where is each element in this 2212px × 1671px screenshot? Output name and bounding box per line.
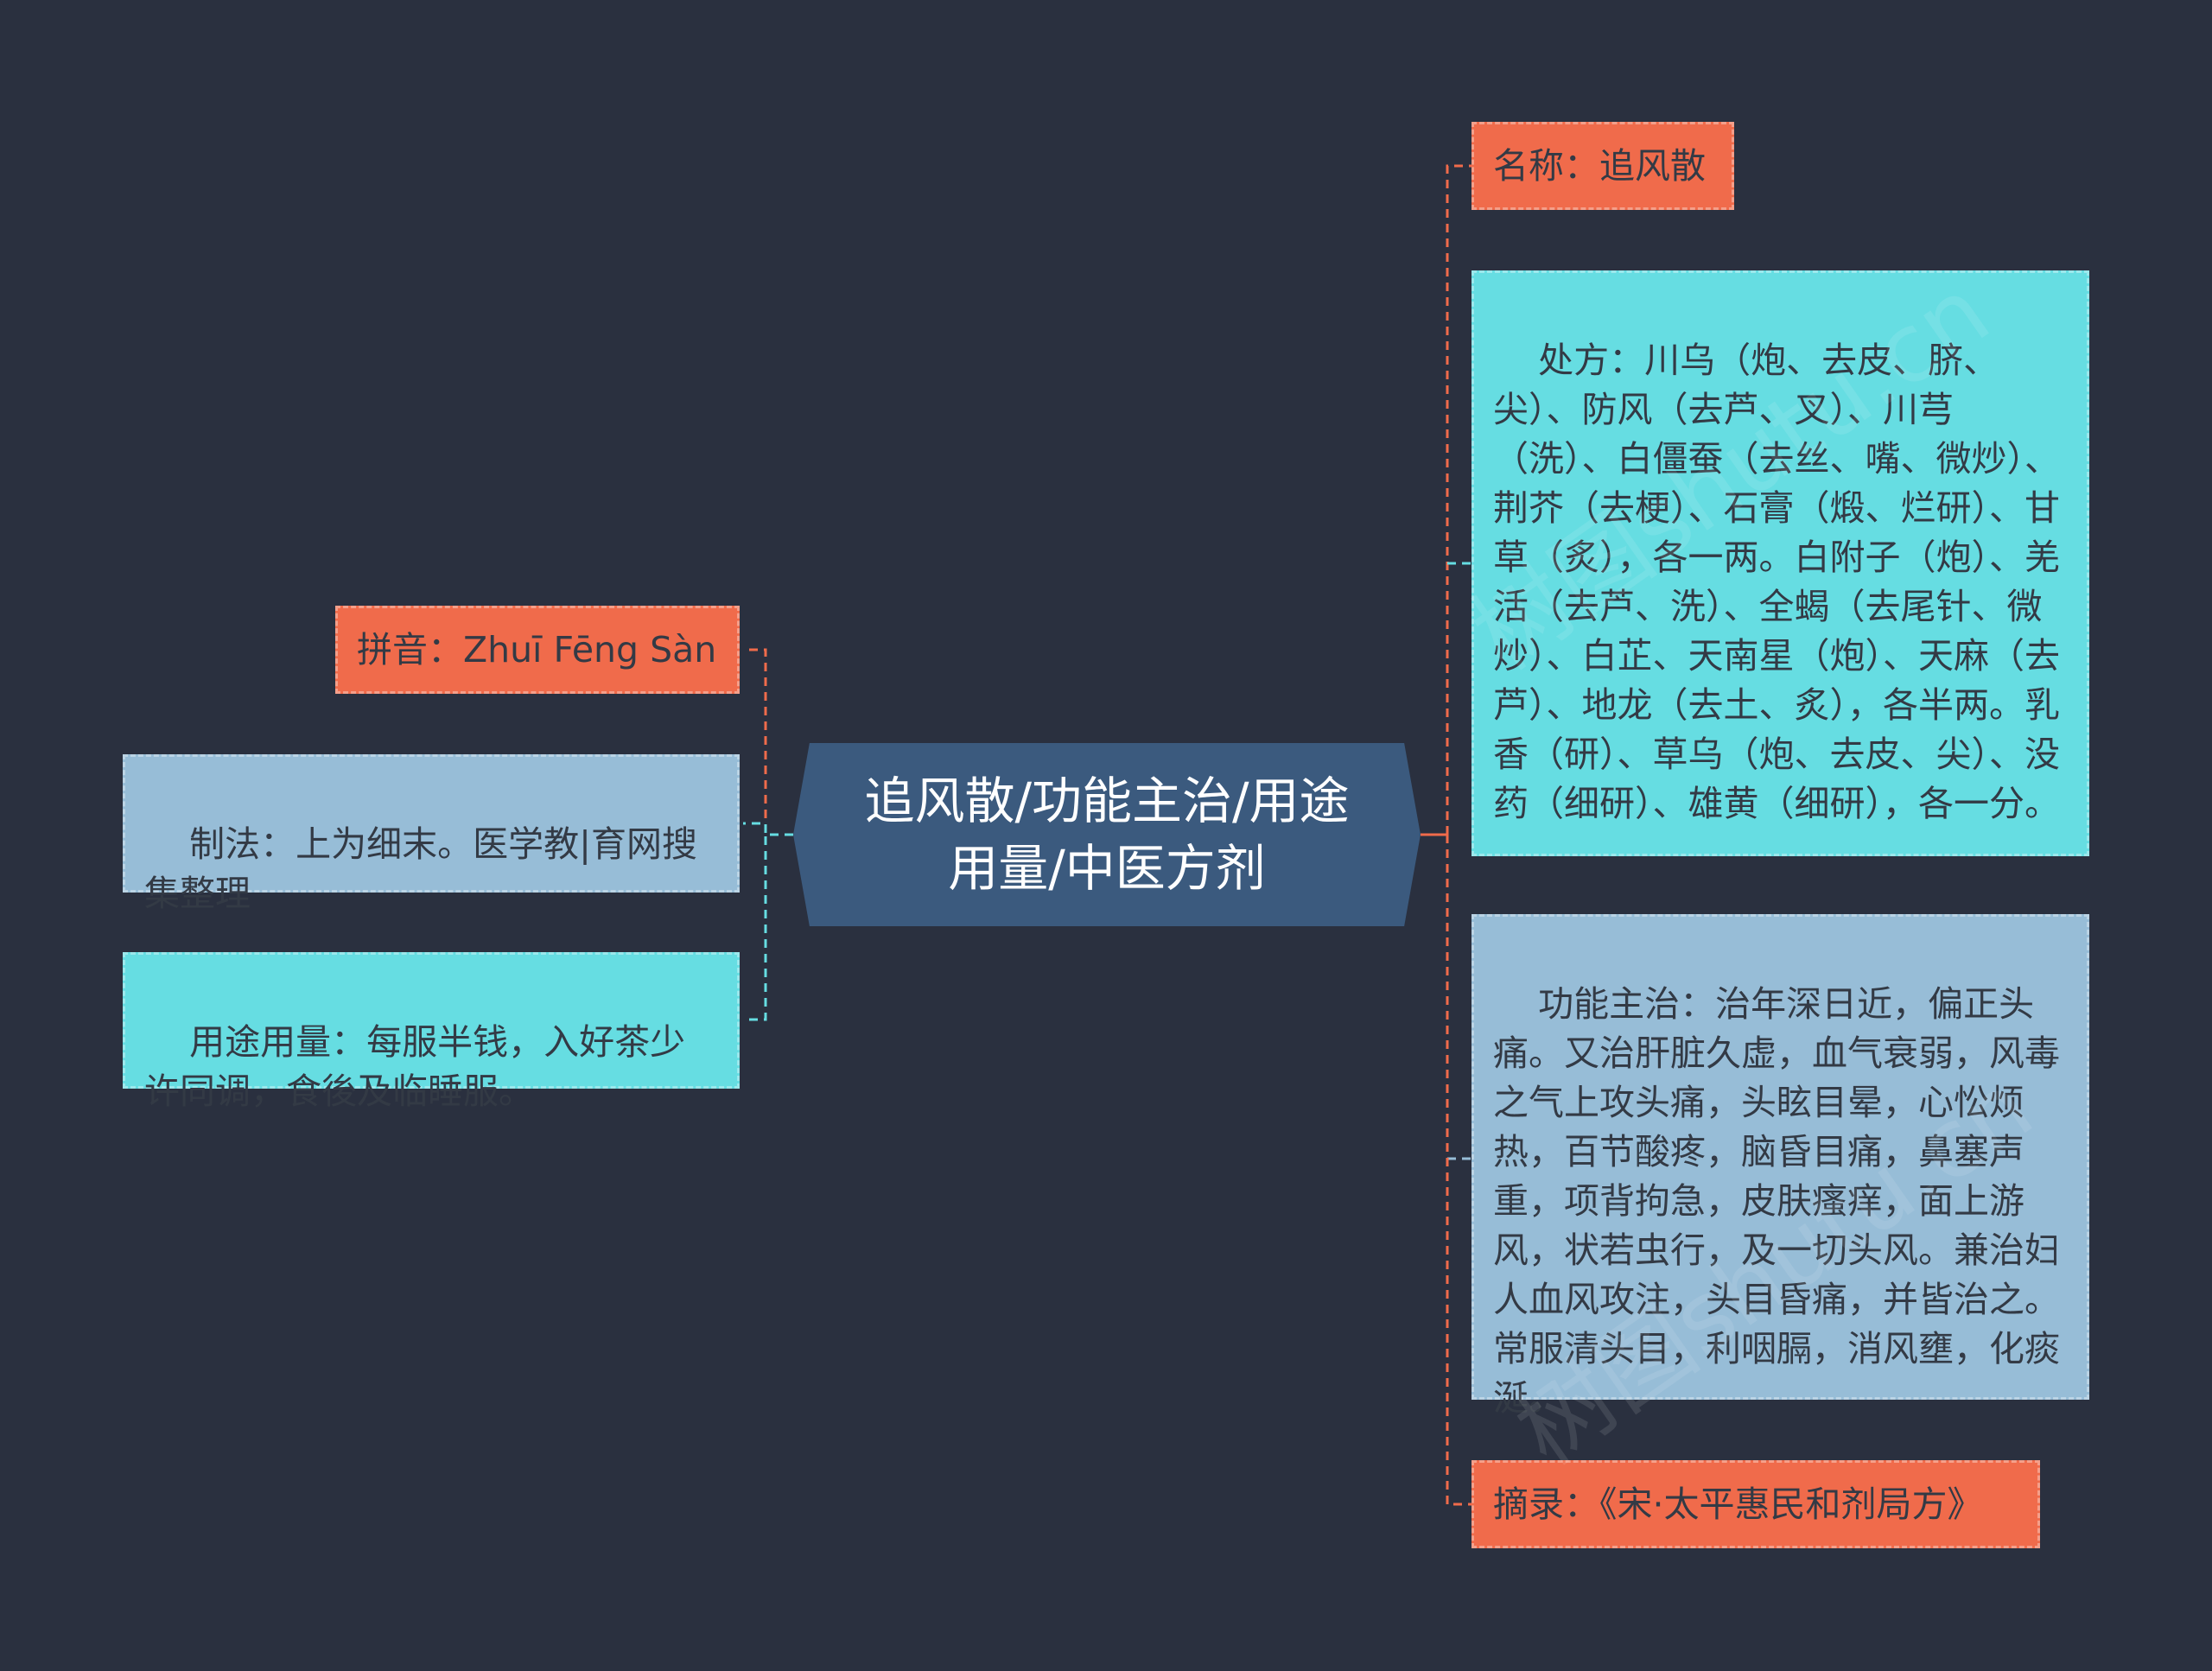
- node-usage-text: 用途用量：每服半钱，入好茶少许同调，食後及临睡服。: [144, 1021, 686, 1112]
- node-source-text: 摘录：《宋·太平惠民和剂局方》: [1493, 1483, 1983, 1525]
- central-topic-label: 追风散/功能主治/用途用量/中医方剂: [864, 772, 1350, 898]
- node-name-text: 名称：追风散: [1493, 144, 1706, 187]
- node-method[interactable]: 制法：上为细末。医学教|育网搜集整理: [123, 754, 740, 914]
- node-usage[interactable]: 用途用量：每服半钱，入好茶少许同调，食後及临睡服。: [123, 952, 740, 1112]
- link-name: [1446, 164, 1471, 835]
- node-pinyin-text: 拼音：Zhuī Fēng Sàn: [357, 628, 717, 670]
- node-name[interactable]: 名称：追风散: [1471, 122, 1734, 210]
- node-function-text: 功能主治：治年深日近，偏正头痛。又治肝脏久虚，血气衰弱，风毒之气上攻头痛，头眩目…: [1493, 983, 2060, 1419]
- link-usage: [743, 833, 793, 1021]
- node-source[interactable]: 摘录：《宋·太平惠民和剂局方》: [1471, 1460, 2040, 1548]
- node-method-text: 制法：上为细末。医学教|育网搜集整理: [144, 823, 697, 914]
- link-method: [743, 822, 793, 836]
- link-source: [1446, 835, 1471, 1506]
- link-pinyin: [743, 648, 793, 836]
- node-prescription[interactable]: 处方：川乌（炮、去皮、脐、尖）、防风（去芦、叉）、川芎（洗）、白僵蚕（去丝、嘴、…: [1471, 270, 2089, 856]
- node-pinyin[interactable]: 拼音：Zhuī Fēng Sàn: [335, 606, 740, 694]
- node-prescription-text: 处方：川乌（炮、去皮、脐、尖）、防风（去芦、叉）、川芎（洗）、白僵蚕（去丝、嘴、…: [1493, 340, 2060, 824]
- node-function[interactable]: 功能主治：治年深日近，偏正头痛。又治肝脏久虚，血气衰弱，风毒之气上攻头痛，头眩目…: [1471, 914, 2089, 1419]
- central-topic[interactable]: 追风散/功能主治/用途用量/中医方剂: [793, 743, 1421, 926]
